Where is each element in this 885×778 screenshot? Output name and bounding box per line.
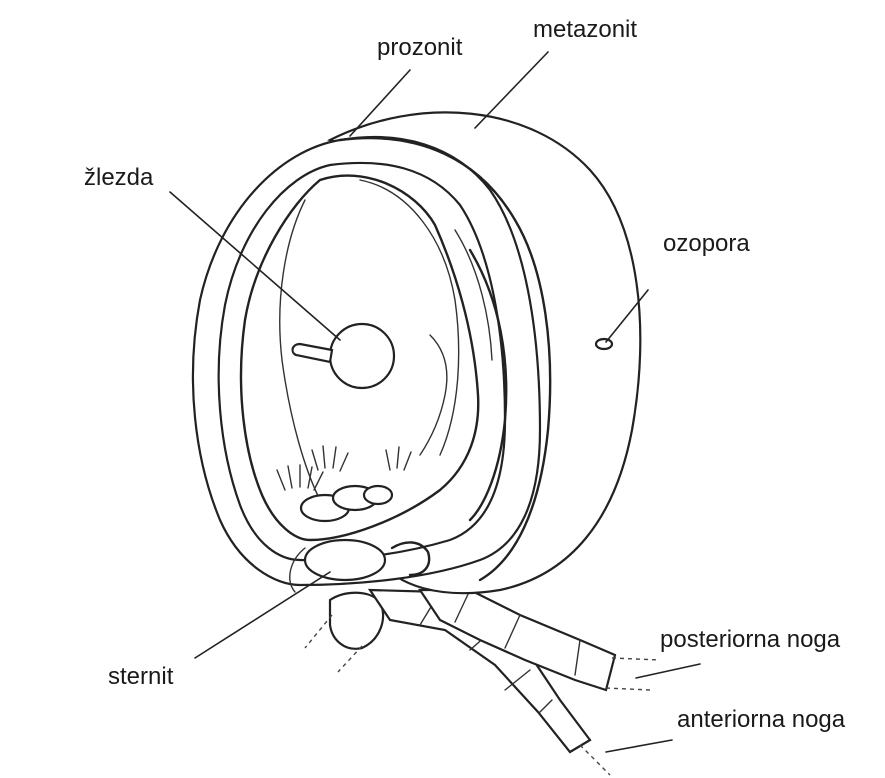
gland-body xyxy=(330,324,394,388)
label-prozonit: prozonit xyxy=(377,36,462,60)
legs xyxy=(305,590,660,775)
label-anteriorna-noga: anteriorna noga xyxy=(677,708,845,732)
leg-left-dashed-lower xyxy=(338,646,362,672)
posterior-leg-dashed-tip xyxy=(612,658,660,660)
leg-left-dashed-upper xyxy=(305,615,332,648)
ozopora-pore xyxy=(596,339,612,349)
leader-metazonit xyxy=(475,52,548,128)
label-zlezda: žlezda xyxy=(84,166,153,190)
coxa-left xyxy=(330,593,383,649)
anterior-leg-dashed-tip xyxy=(580,745,610,775)
sternit-plate xyxy=(305,540,385,580)
label-metazonit: metazonit xyxy=(533,18,637,42)
leader-anteriorna-noga xyxy=(606,740,672,752)
label-ozopora: ozopora xyxy=(663,232,750,256)
label-posteriorna-noga: posteriorna noga xyxy=(660,628,840,652)
label-sternit: sternit xyxy=(108,665,173,689)
leader-sternit xyxy=(195,572,330,658)
body-ring xyxy=(193,112,640,593)
leader-posteriorna-noga xyxy=(636,664,700,678)
